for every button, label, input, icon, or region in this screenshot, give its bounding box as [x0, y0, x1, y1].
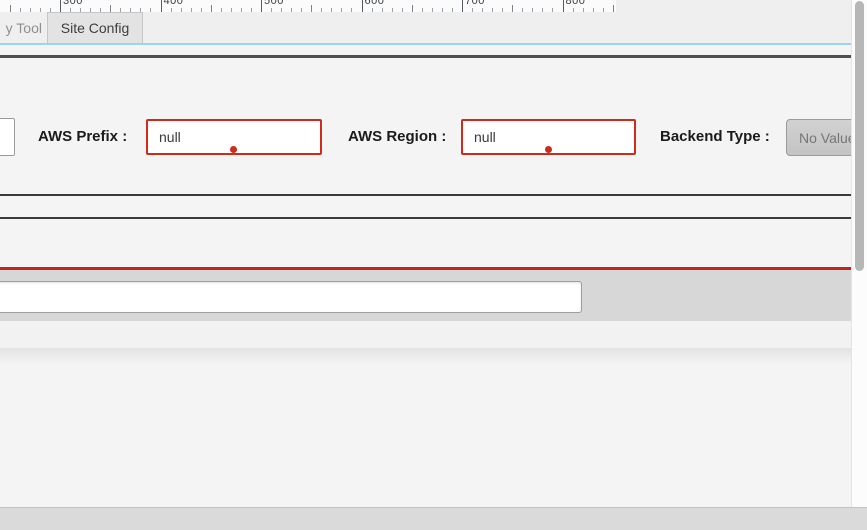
ruler-tick: [250, 8, 252, 12]
validation-dot-icon: [545, 146, 552, 153]
main-content: AWS Prefix : AWS Region : Backend Type :…: [0, 45, 851, 507]
ruler-tick: [230, 8, 232, 12]
ruler-tick: [532, 8, 534, 12]
scrollbar-thumb[interactable]: [855, 1, 864, 271]
ruler-tick-label: 600: [364, 0, 385, 7]
ruler-tick: [522, 8, 524, 12]
header-bar: y Tool Site Config 300 400 500 600 700 800: [0, 0, 851, 43]
ruler-tick-label: 400: [163, 0, 184, 7]
ruler-tick: [472, 8, 473, 12]
ruler-tick: [381, 8, 383, 12]
tab-query-tool-label: y Tool: [5, 19, 42, 36]
ruler-tick: [331, 8, 333, 12]
divider-top: [0, 55, 851, 58]
ruler-tick: [612, 5, 614, 12]
tab-query-tool[interactable]: y Tool: [0, 12, 47, 43]
ruler-tick: [110, 5, 112, 12]
backend-type-value[interactable]: No Value: [786, 119, 851, 156]
ruler-tick: [39, 8, 41, 12]
ruler-tick: [592, 8, 594, 12]
blue-divider: [0, 43, 851, 45]
ruler-tick: [29, 8, 31, 12]
tab-site-config[interactable]: Site Config: [47, 12, 143, 43]
ruler-tick: [130, 8, 132, 12]
ruler-tick: [502, 8, 504, 12]
tab-bar: y Tool Site Config: [0, 12, 851, 43]
sub-toolbar-strip: [0, 321, 851, 349]
ruler-tick: [9, 5, 11, 12]
ruler-tick: [281, 8, 283, 12]
ruler-tick: [271, 8, 272, 12]
ruler-tick: [602, 8, 604, 12]
ruler-tick: [462, 0, 463, 12]
ruler-tick-label: 800: [565, 0, 586, 7]
ruler-tick: [100, 8, 102, 12]
ruler-tick: [160, 0, 162, 12]
ruler-tick: [451, 8, 453, 12]
ruler-tick: [150, 8, 152, 12]
ruler-tick-label: 500: [264, 0, 284, 7]
ruler-tick: [321, 8, 323, 12]
ruler-tick: [301, 8, 303, 12]
ruler-tick: [542, 8, 544, 12]
ruler-tick: [190, 8, 192, 12]
ruler-tick: [401, 8, 403, 12]
ruler-tick: [60, 0, 61, 12]
ruler-tick: [90, 8, 92, 12]
ruler-tick: [180, 8, 182, 12]
divider-mid-2: [0, 217, 851, 219]
ruler-tick: [291, 8, 293, 12]
toolbar-text-input[interactable]: [0, 281, 582, 313]
ruler-tick: [441, 8, 443, 12]
divider-mid-1: [0, 194, 851, 196]
ruler-tick: [582, 8, 584, 12]
ruler-tick: [572, 8, 574, 12]
ruler-tick: [50, 8, 51, 12]
ruler-tick: [311, 5, 313, 12]
ruler-tick: [431, 8, 433, 12]
empty-panel: [0, 348, 851, 507]
ruler-tick: [210, 5, 212, 12]
ruler-tick: [240, 8, 242, 12]
ruler-tick-label: 700: [465, 0, 485, 7]
ruler-tick: [70, 8, 71, 12]
ruler-tick: [341, 8, 343, 12]
ruler: 300 400 500 600 700 800: [0, 0, 616, 12]
red-divider: [0, 267, 851, 270]
ruler-tick: [421, 8, 423, 12]
backend-type-value-text: No Value: [799, 129, 851, 146]
ruler-tick: [351, 8, 353, 12]
ruler-tick: [200, 8, 202, 12]
validation-dot-icon: [230, 146, 237, 153]
ruler-tick: [120, 8, 122, 12]
ruler-tick: [391, 8, 393, 12]
tab-site-config-label: Site Config: [60, 20, 130, 36]
aws-region-label: AWS Region :: [348, 128, 447, 145]
ruler-tick: [411, 5, 413, 12]
ruler-tick: [361, 0, 363, 12]
left-edge-input[interactable]: [0, 118, 15, 156]
ruler-tick: [261, 0, 262, 12]
backend-type-label: Backend Type :: [660, 128, 770, 145]
vertical-scrollbar[interactable]: [851, 0, 867, 507]
ruler-tick: [140, 8, 142, 12]
ruler-tick: [562, 0, 564, 12]
ruler-tick: [80, 8, 82, 12]
aws-prefix-label: AWS Prefix :: [38, 128, 128, 145]
ruler-tick-label: 300: [63, 0, 83, 7]
ruler-tick: [482, 8, 484, 12]
ruler-tick: [19, 8, 21, 12]
ruler-tick: [512, 5, 514, 12]
ruler-tick: [492, 8, 494, 12]
ruler-tick: [170, 8, 172, 12]
footer-bar: i: [0, 507, 867, 530]
ruler-tick: [220, 8, 222, 12]
ruler-tick: [371, 8, 373, 12]
ruler-tick: [552, 8, 554, 12]
